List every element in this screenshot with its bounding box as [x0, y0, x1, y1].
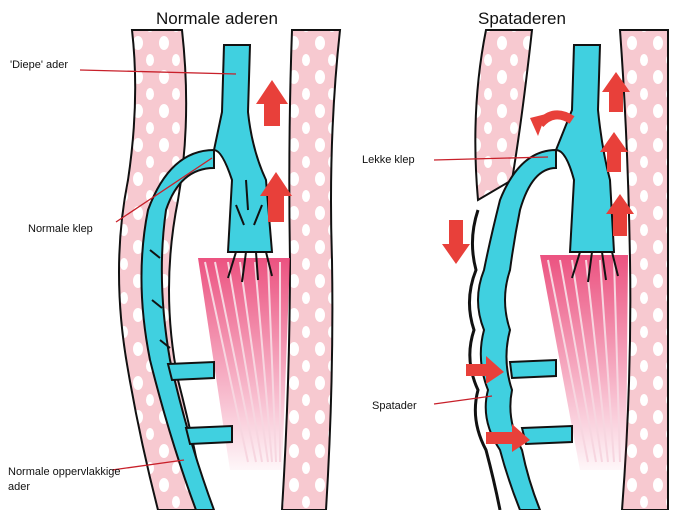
right-panel-art — [442, 30, 668, 510]
left-panel-title: Normale aderen — [156, 9, 278, 29]
leader-varicose-vein — [434, 396, 492, 404]
right-panel-title: Spataderen — [478, 9, 566, 29]
label-superficial-vein-line2: ader — [8, 481, 30, 494]
tissue-band-right — [282, 30, 340, 510]
label-varicose-vein: Spatader — [372, 400, 417, 413]
left-panel-art — [119, 30, 340, 510]
perforator-vein-right-1 — [510, 360, 556, 378]
perforator-vein-left-1 — [168, 362, 214, 380]
varicose-vein-right — [478, 150, 556, 510]
perforator-vein-right-2 — [522, 426, 572, 444]
flow-arrow-up-left-1 — [256, 80, 288, 126]
label-deep-vein: 'Diepe' ader — [10, 59, 68, 72]
label-normal-valve: Normale klep — [28, 223, 93, 236]
flow-arrow-down-right — [442, 220, 470, 264]
perforator-vein-left-2 — [186, 426, 232, 444]
label-superficial-vein-line1: Normale oppervlakkige — [8, 466, 121, 479]
label-leaky-valve: Lekke klep — [362, 154, 415, 167]
